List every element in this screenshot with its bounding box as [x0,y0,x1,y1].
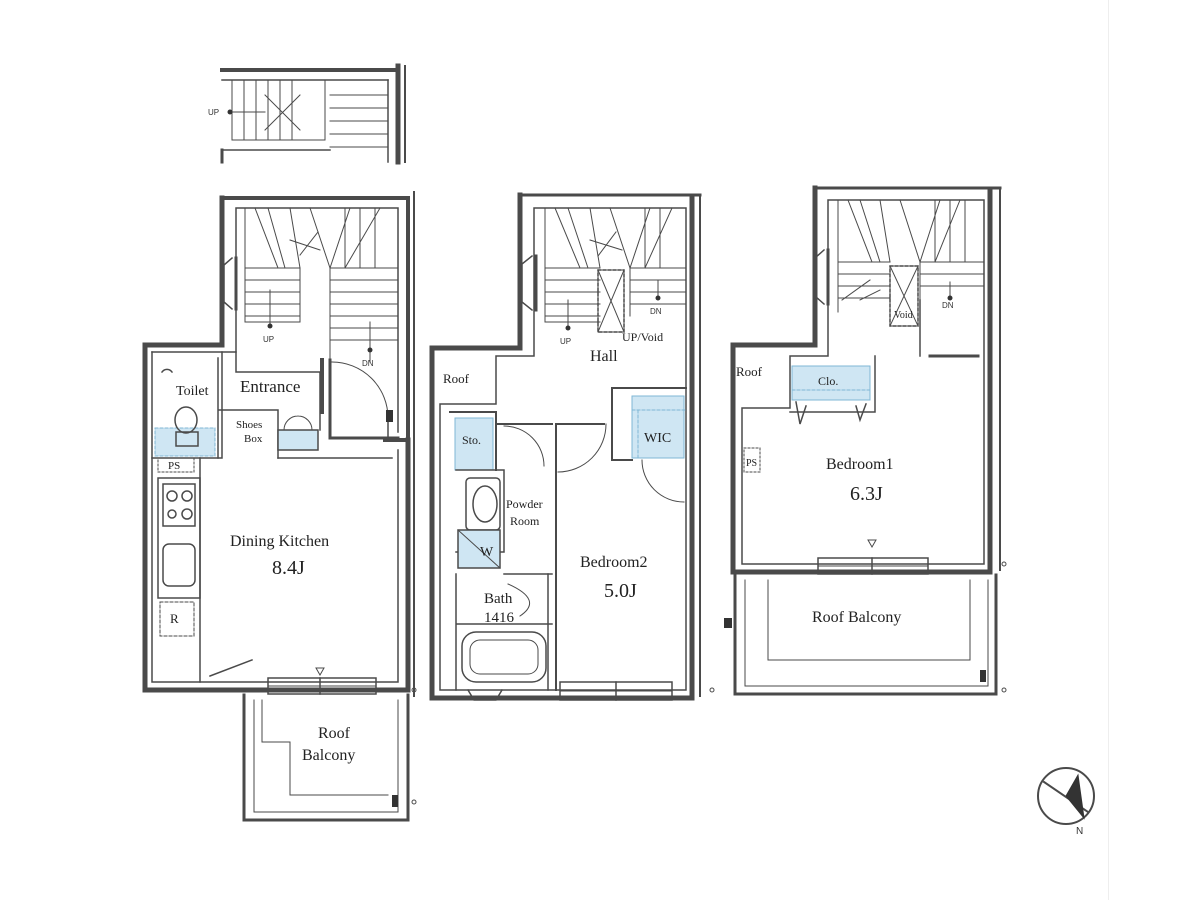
stair-up-label-top: UP [208,108,219,117]
page-right-margin [1108,0,1200,900]
stair-up-label-f1: UP [263,335,274,344]
shoes-box-label-line1: Shoes [236,419,262,431]
bath-size-label: 1416 [484,610,515,626]
bedroom1-label: Bedroom1 [826,456,894,473]
entrance-label: Entrance [240,377,300,396]
compass-north-label: N [1076,826,1083,837]
stair-dn-label-f3: DN [942,301,954,310]
powder-room-label-line1: Powder [506,497,543,511]
floor-2 [429,192,715,701]
roof-balcony-2-label: Roof Balcony [812,609,901,626]
stair-dn-label-f1: DN [362,359,374,368]
compass-icon [1037,767,1095,825]
void-label: Void [894,310,913,321]
stair-up-label-f2: UP [560,337,571,346]
storage-label: Sto. [462,433,481,447]
roof-balcony-1-line2: Balcony [302,747,355,764]
bedroom2-size: 5.0J [604,580,637,602]
fridge-label: R [170,611,179,626]
floor-1 [142,191,417,822]
toilet-label: Toilet [176,384,209,399]
washer-label: W [480,545,494,560]
dining-kitchen-label: Dining Kitchen [230,533,329,550]
roof-label-right: Roof [736,364,763,379]
ps-label-f3: PS [746,458,757,469]
ps-label: PS [168,460,180,472]
shoes-box-label-line2: Box [244,433,263,445]
roof-balcony-1-line1: Roof [318,725,351,742]
closet-label: Clo. [818,374,838,388]
dining-kitchen-size: 8.4J [272,557,305,579]
roof-label-left: Roof [443,371,470,386]
up-void-label: UP/Void [622,330,663,344]
wic-label: WIC [644,431,671,446]
roof-stair-fragment [220,63,406,165]
stair-dn-label-f2: DN [650,307,662,316]
powder-room-label-line2: Room [510,514,540,528]
bedroom2-label: Bedroom2 [580,554,648,571]
floor-3 [724,185,1007,696]
hall-label: Hall [590,348,618,365]
bath-label: Bath [484,591,513,607]
bedroom1-size: 6.3J [850,483,883,505]
